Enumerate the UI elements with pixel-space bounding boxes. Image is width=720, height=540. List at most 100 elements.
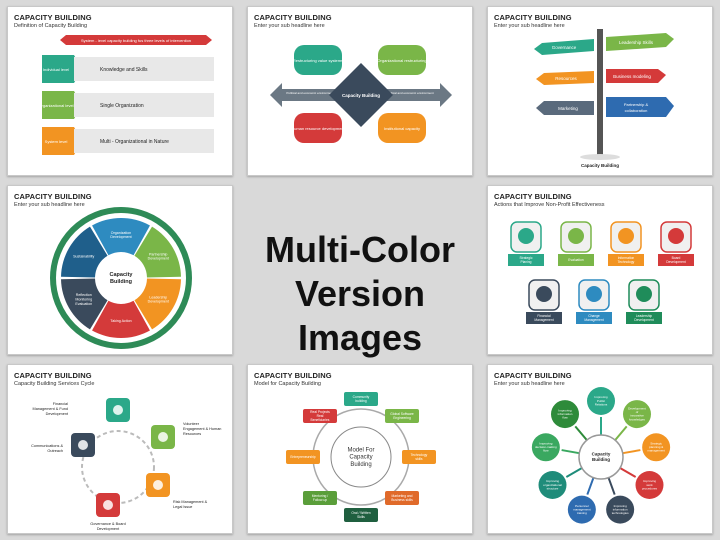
slide-title: CAPACITY BUILDING [14,371,92,380]
svg-text:Capacity Building: Capacity Building [581,163,619,168]
level-system: System level Multi - Organizational in N… [42,127,214,155]
model-node: Entrepreneurship [286,450,320,464]
slide-subtitle: Definition of Capacity Building [14,23,88,29]
svg-text:Management & Fund: Management & Fund [33,407,68,411]
right-arrow [378,83,452,107]
svg-text:Legal Issue: Legal Issue [173,505,192,509]
svg-text:information: information [613,507,628,511]
model-center [330,426,392,488]
svg-text:Improving: Improving [558,408,572,412]
level-organizational: Organizational level Single Organization [38,91,214,119]
svg-text:Partnership: Partnership [149,252,167,256]
svg-text:Oral / Written: Oral / Written [351,511,371,515]
svg-text:training: training [577,511,587,515]
slide-signpost[interactable]: CAPACITY BUILDING Enter your sub headlin… [487,6,713,176]
slide-definition[interactable]: CAPACITY BUILDING Definition of Capacity… [7,6,233,176]
center-line-1: Multi-Color [265,229,455,270]
slide-services-cycle[interactable]: CAPACITY BUILDING Capacity Building Serv… [7,364,233,534]
sign-partnership [606,97,674,117]
slide-diamond[interactable]: CAPACITY BUILDING Enter your sub headlin… [247,6,473,176]
svg-text:Leadership: Leadership [149,295,167,299]
svg-text:Technology: Technology [618,260,635,264]
svg-text:Knowledge and Skills: Knowledge and Skills [100,67,148,73]
cycle-ring-diagram: OrganizationDevelopmentPartnershipDevelo… [50,207,192,349]
svg-text:Resources: Resources [555,76,577,81]
svg-text:Planing: Planing [521,260,532,264]
slide-subtitle: Capacity Building Services Cycle [14,381,95,387]
svg-text:Leadership: Leadership [636,314,652,318]
svg-text:collaboration: collaboration [625,108,648,113]
svg-text:Human resource development: Human resource development [291,126,345,131]
svg-text:flow: flow [562,415,568,419]
svg-text:Engineering: Engineering [393,416,411,420]
svg-text:Building: Building [350,462,371,468]
definition-diagram: System - level capacity building fus thr… [38,35,214,155]
svg-text:Engagement & Human: Engagement & Human [183,427,221,431]
svg-text:Beneficiaries: Beneficiaries [311,418,330,422]
banner-shape [60,35,212,45]
svg-text:Community: Community [353,395,370,399]
svg-text:Volunteer: Volunteer [183,422,200,426]
svg-text:management: management [573,507,591,511]
svg-text:Business skills: Business skills [391,498,413,502]
svg-text:Entrepreneurship: Entrepreneurship [290,455,315,459]
svg-text:Evaluation: Evaluation [75,302,92,306]
svg-text:Leadership Skills: Leadership Skills [619,40,654,45]
svg-text:Personnel: Personnel [575,504,589,508]
svg-text:Governance & Board: Governance & Board [90,522,125,526]
service-item: Risk Management &Legal Issue [146,473,208,509]
svg-text:Improving: Improving [614,504,628,508]
slide-title: CAPACITY BUILDING [14,13,92,22]
svg-text:structure: structure [547,486,559,490]
model-diagram: Model ForCapacityBuildingCommunitybuildi… [286,392,436,522]
svg-text:Skills: Skills [357,515,365,519]
svg-text:Financial: Financial [537,314,550,318]
diamond-diagram: Political and economic environment Polit… [270,45,452,143]
svg-text:Outreach: Outreach [47,449,63,453]
svg-text:Improving: Improving [546,479,560,483]
slide-title: CAPACITY BUILDING [254,371,332,380]
slide-cycle-ring[interactable]: CAPACITY BUILDING Enter your sub headlin… [7,185,233,355]
node-bl [294,113,342,143]
slide-subtitle: Enter your sub headline here [14,202,85,208]
svg-text:Development: Development [148,300,169,304]
svg-text:Model For: Model For [347,447,374,453]
slide-radial[interactable]: CAPACITY BUILDING Enter your sub headlin… [487,364,713,534]
svg-text:Governance: Governance [552,45,577,50]
svg-text:Relations: Relations [595,402,608,406]
svg-text:Restructuring value systems: Restructuring value systems [293,58,343,63]
svg-text:Development: Development [110,235,131,239]
slide-actions[interactable]: CAPACITY BUILDING Actions that Improve N… [487,185,713,355]
svg-text:Improving: Improving [539,441,553,445]
slide-model[interactable]: CAPACITY BUILDING Model for Capacity Bui… [247,364,473,534]
svg-text:building: building [355,399,367,403]
outer-ring [50,207,192,349]
svg-text:Single Organization: Single Organization [100,103,144,109]
svg-text:Organizational restructuring: Organizational restructuring [377,58,426,63]
svg-text:information: information [558,412,573,416]
svg-text:Development: Development [666,260,686,264]
svg-text:Information: Information [618,256,635,260]
slide-title: CAPACITY BUILDING [494,13,572,22]
svg-text:of: of [636,410,639,414]
slide-subtitle: Model for Capacity Building [254,381,321,387]
